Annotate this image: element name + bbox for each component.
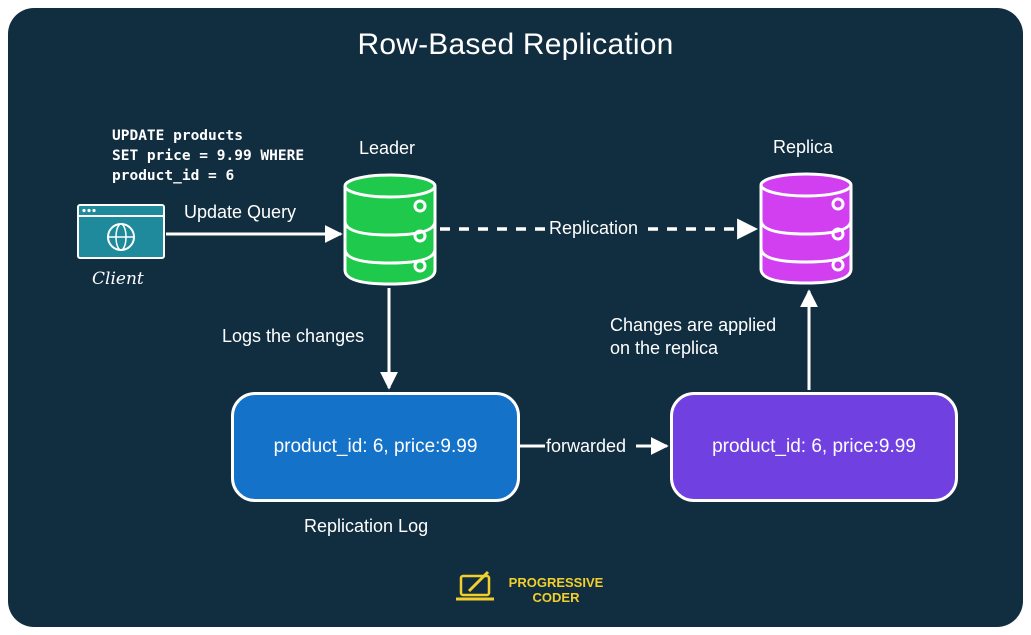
- logs-changes-label: Logs the changes: [222, 326, 365, 346]
- leader-database-icon: [343, 173, 437, 286]
- diagram-canvas: Row-Based Replication UPDATE products SE…: [8, 8, 1023, 627]
- sql-line: UPDATE products: [112, 128, 243, 144]
- replica-log-box: product_id: 6, price:9.99: [670, 392, 958, 502]
- sql-line: SET price = 9.99 WHERE: [112, 148, 305, 164]
- applied-label-line: on the replica: [610, 338, 719, 358]
- applied-label: Changes are applied on the replica: [610, 314, 776, 360]
- replication-log-box: product_id: 6, price:9.99: [231, 392, 520, 502]
- diagram-graphics: [77, 172, 853, 601]
- leader-label: Leader: [359, 138, 416, 158]
- brand-name-line: PROGRESSIVE: [508, 575, 604, 590]
- sql-query: UPDATE products SET price = 9.99 WHERE p…: [112, 126, 304, 186]
- update-query-label: Update Query: [184, 202, 297, 222]
- browser-globe-icon: [77, 204, 165, 259]
- replica-log-text: product_id: 6, price:9.99: [712, 436, 916, 457]
- forwarded-label: forwarded: [546, 436, 627, 456]
- diagram-title: Row-Based Replication: [357, 28, 674, 61]
- replication-log-caption: Replication Log: [304, 516, 429, 536]
- sql-line: product_id = 6: [112, 168, 235, 184]
- replication-label: Replication: [549, 218, 639, 238]
- replica-label: Replica: [773, 137, 834, 157]
- replica-database-icon: [759, 172, 853, 285]
- brand-name-line: CODER: [532, 590, 580, 605]
- replication-log-text: product_id: 6, price:9.99: [273, 436, 478, 457]
- client-label: Client: [92, 269, 144, 289]
- laptop-pencil-icon: [456, 570, 494, 601]
- applied-label-line: Changes are applied: [610, 315, 777, 335]
